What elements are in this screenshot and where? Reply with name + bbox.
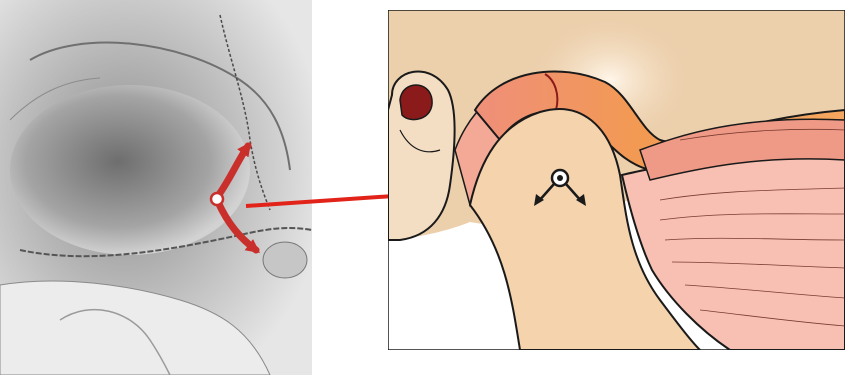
ear-canal (263, 242, 307, 278)
joint-cross-section-panel (388, 10, 845, 350)
temporal-fossa (10, 85, 250, 255)
rotation-axis-circle-icon (211, 193, 223, 205)
ear-canal-opening (400, 85, 432, 120)
skull-sketch-panel (0, 0, 312, 375)
